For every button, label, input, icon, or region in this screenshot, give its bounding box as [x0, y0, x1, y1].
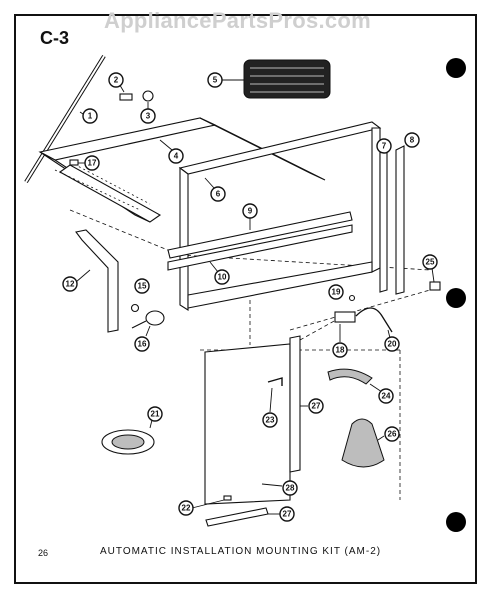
sheet-border — [14, 14, 477, 584]
gasket-strip — [327, 368, 373, 385]
callout-28: 28 — [261, 480, 298, 496]
svg-text:26: 26 — [388, 430, 397, 439]
support-bracket — [75, 229, 119, 333]
svg-text:23: 23 — [266, 416, 275, 425]
callout-27-vertical: 27 — [300, 398, 324, 414]
page-code: C-3 — [40, 28, 70, 48]
slide-rail-lower — [167, 224, 353, 271]
svg-text:1: 1 — [88, 112, 93, 121]
callout-6: 6 — [204, 177, 226, 202]
callout-2: 2 — [108, 72, 125, 93]
screw-22 — [223, 495, 232, 501]
svg-text:17: 17 — [88, 159, 97, 168]
panel-handle — [267, 377, 283, 386]
svg-text:24: 24 — [382, 392, 391, 401]
svg-text:10: 10 — [218, 273, 227, 282]
svg-text:22: 22 — [182, 504, 191, 513]
binder-hole-top — [446, 58, 466, 78]
latch-bracket — [334, 294, 393, 333]
svg-text:28: 28 — [286, 484, 295, 493]
slide-rail-upper — [167, 211, 353, 259]
callout-26: 26 — [377, 426, 400, 442]
watermark: AppliancePartsPros.com — [104, 8, 372, 33]
svg-text:5: 5 — [213, 76, 218, 85]
callout-1: 1 — [79, 108, 98, 124]
front-panel — [178, 121, 382, 311]
svg-text:3: 3 — [146, 112, 151, 121]
callout-19: 19 — [328, 284, 344, 300]
callout-3: 3 — [140, 102, 156, 124]
svg-text:16: 16 — [138, 340, 147, 349]
side-strip-left — [379, 147, 388, 293]
callout-10: 10 — [209, 261, 230, 285]
callout-27-bottom: 27 — [268, 506, 295, 522]
svg-text:6: 6 — [216, 190, 221, 199]
callout-5: 5 — [207, 72, 244, 88]
filler-strip-vertical — [289, 335, 301, 473]
callout-20: 20 — [384, 329, 400, 352]
svg-text:8: 8 — [410, 136, 415, 145]
svg-text:18: 18 — [336, 346, 345, 355]
svg-text:20: 20 — [388, 340, 397, 349]
svg-text:4: 4 — [174, 152, 179, 161]
callout-22: 22 — [178, 499, 225, 516]
svg-text:15: 15 — [138, 282, 147, 291]
callout-23: 23 — [262, 387, 278, 428]
filler-strip-bottom — [205, 507, 269, 527]
bolt-and-knob — [130, 303, 165, 329]
svg-text:7: 7 — [382, 142, 387, 151]
diagram-caption: AUTOMATIC INSTALLATION MOUNTING KIT (AM-… — [100, 546, 382, 557]
infill-panel — [204, 343, 291, 505]
svg-text:19: 19 — [332, 288, 341, 297]
callout-15: 15 — [134, 278, 150, 294]
tape-roll — [101, 429, 155, 455]
callout-21: 21 — [147, 406, 163, 429]
callout-7: 7 — [376, 138, 392, 154]
callout-25: 25 — [422, 254, 438, 283]
page-number: 26 — [38, 548, 49, 558]
svg-text:12: 12 — [66, 280, 75, 289]
svg-text:27: 27 — [312, 402, 321, 411]
callout-18: 18 — [332, 324, 348, 358]
callout-12: 12 — [62, 269, 91, 292]
svg-text:25: 25 — [426, 258, 435, 267]
callout-17: 17 — [78, 155, 100, 171]
callout-16: 16 — [134, 325, 151, 352]
clip — [429, 281, 441, 291]
callout-24: 24 — [369, 383, 394, 404]
screw-17 — [69, 159, 79, 166]
callout-9: 9 — [242, 203, 258, 230]
binder-hole-middle — [446, 288, 466, 308]
foam-seal-roll — [243, 59, 331, 99]
side-strip-right — [395, 145, 405, 295]
callout-4: 4 — [159, 139, 184, 164]
svg-text:27: 27 — [283, 510, 292, 519]
svg-text:9: 9 — [248, 207, 253, 216]
svg-text:21: 21 — [151, 410, 160, 419]
screw-and-nut — [119, 90, 154, 102]
hardware-bag — [341, 418, 385, 468]
binder-hole-bottom — [446, 512, 466, 532]
callout-8: 8 — [404, 132, 420, 148]
svg-text:2: 2 — [114, 76, 119, 85]
